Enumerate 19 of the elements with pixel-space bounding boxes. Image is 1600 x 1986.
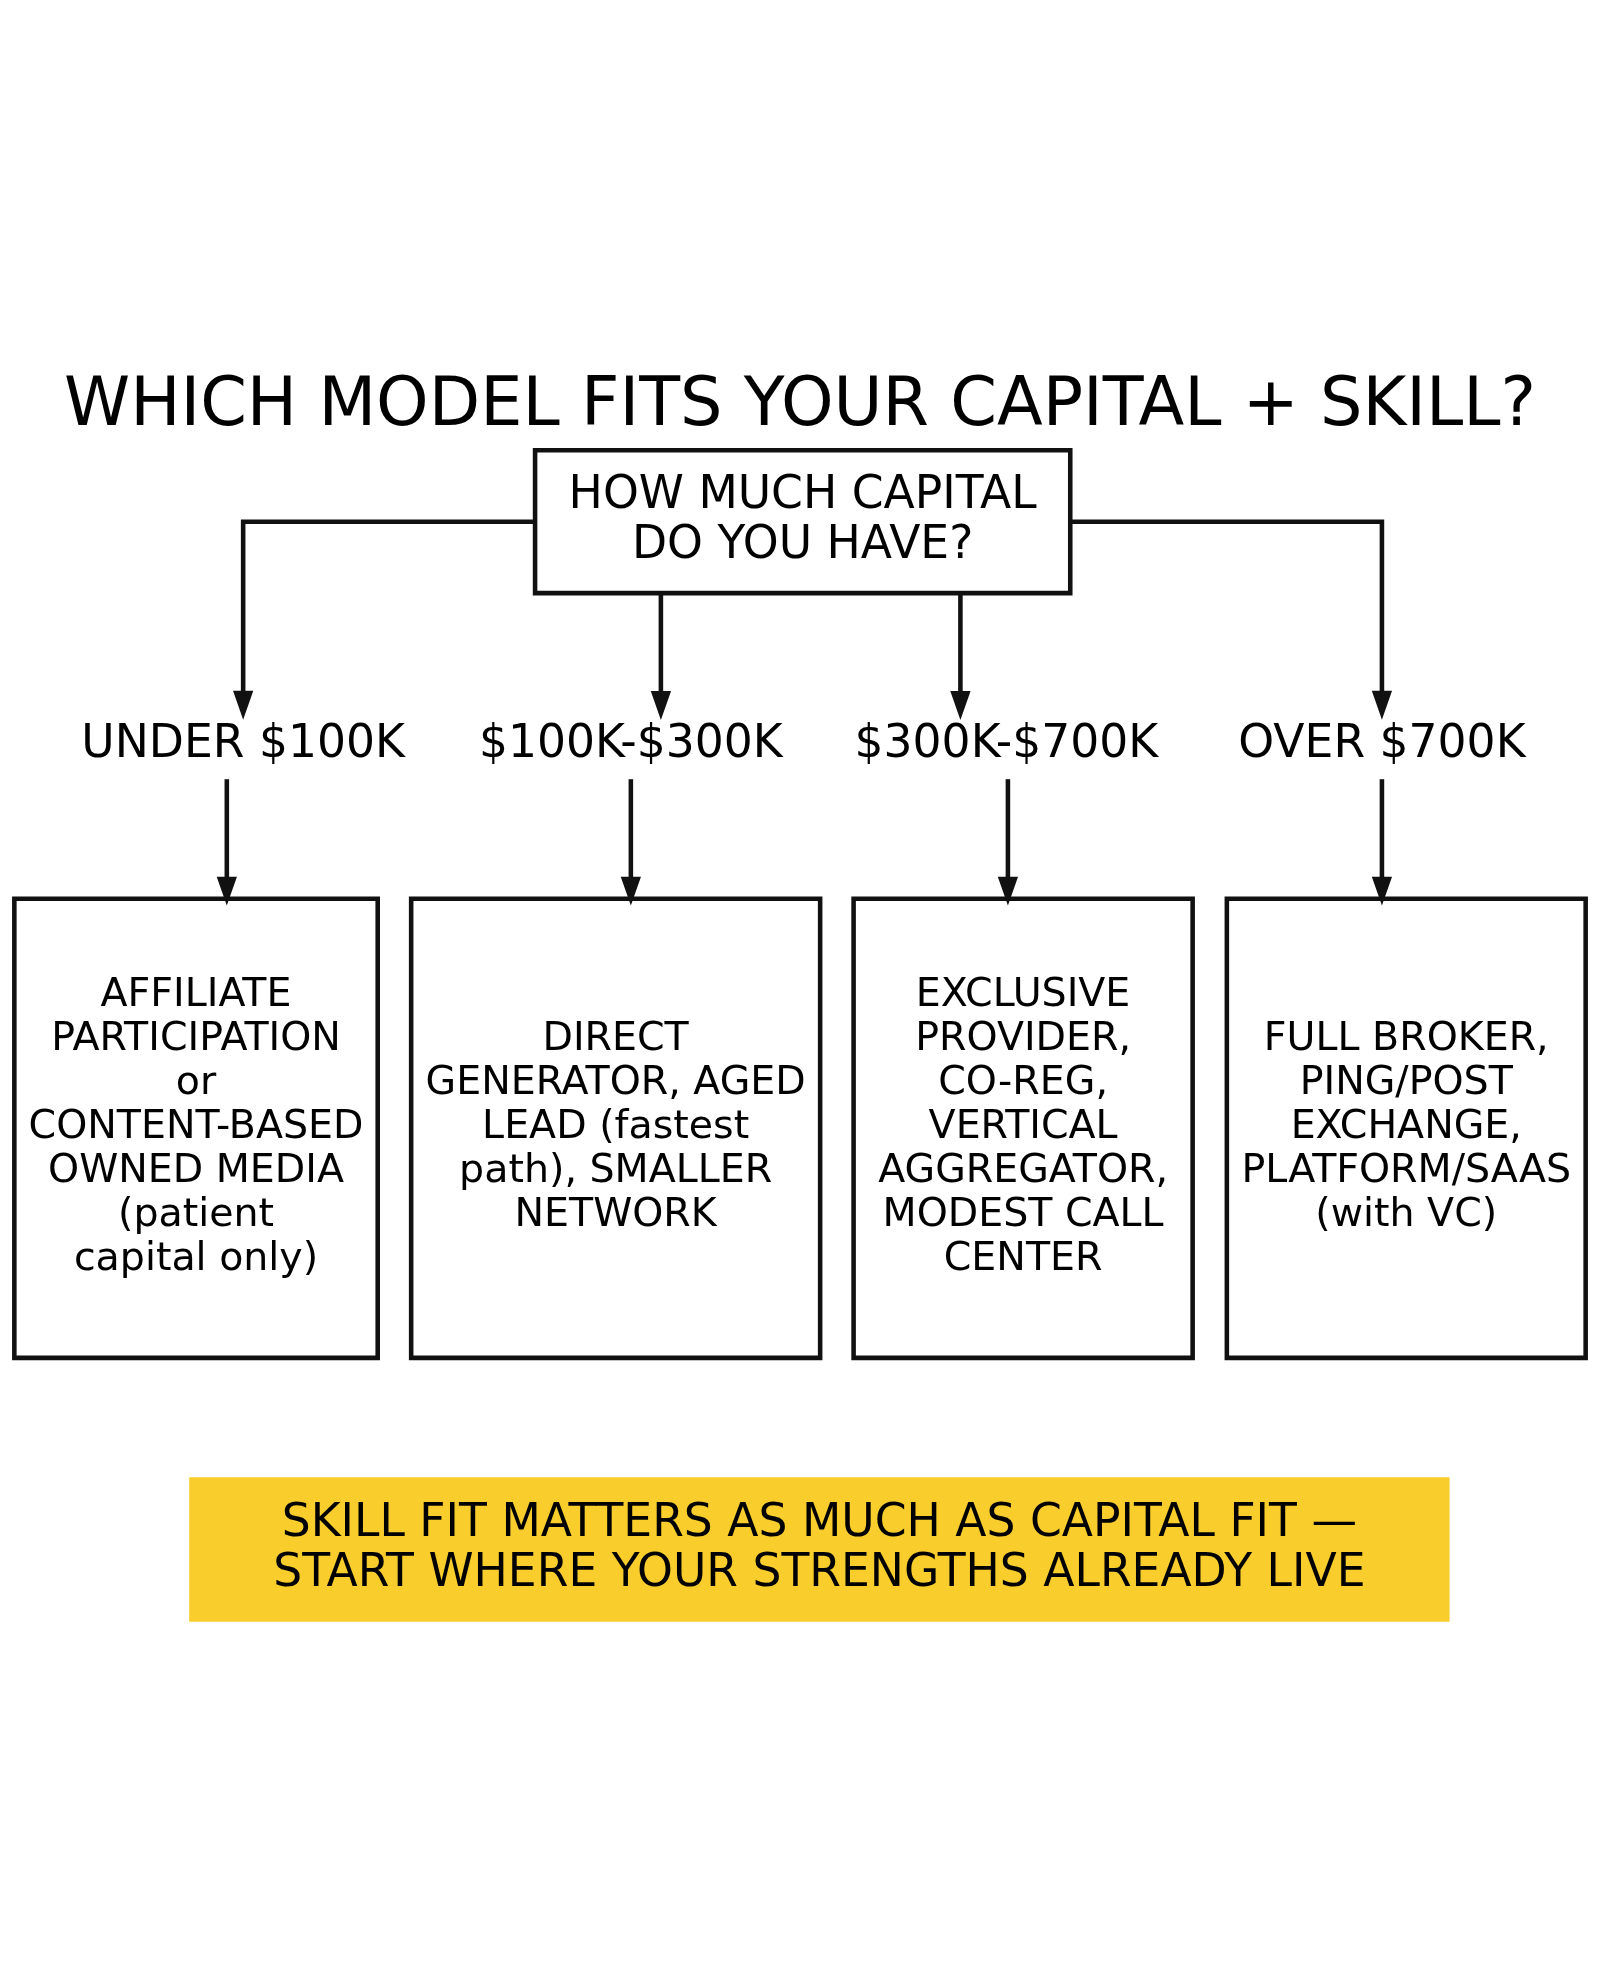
node-text: $100K-$300K [479,715,783,769]
node-box: FULL BROKER, PING/POST EXCHANGE, PLATFORM/SAAS (with VC) [1224,896,1588,1361]
arrow [1070,519,1393,720]
arrow [650,593,671,721]
diagram-title: WHICH MODEL FITS YOUR CAPITAL + SKILL? [64,362,1536,441]
arrow [216,779,237,906]
arrow [1371,779,1393,906]
arrow [620,779,641,906]
node-text: OVER $700K [1238,715,1526,769]
arrow [997,779,1019,906]
node-box: DIRECT GENERATOR, AGED LEAD (fastest path), SMALLER NETWORK [408,896,823,1361]
arrow [950,593,971,721]
arrow [233,519,535,720]
node-box: EXCLUSIVE PROVIDER, CO-REG, VERTICAL AGGREGATOR, MODEST CALL CENTER [851,896,1195,1361]
node-box: HOW MUCH CAPITAL DO YOU HAVE? [532,447,1073,596]
node-text: UNDER $100K [81,715,405,769]
node-box: SKILL FIT MATTERS AS MUCH AS CAPITAL FIT — START WHERE YOUR STRENGTHS ALREADY LIVE [189,1477,1450,1622]
node-box: AFFILIATE PARTICIPATION or CONTENT-BASED OWNED MEDIA (patient capital only) [12,896,380,1361]
node-text: $300K-$700K [854,715,1159,769]
